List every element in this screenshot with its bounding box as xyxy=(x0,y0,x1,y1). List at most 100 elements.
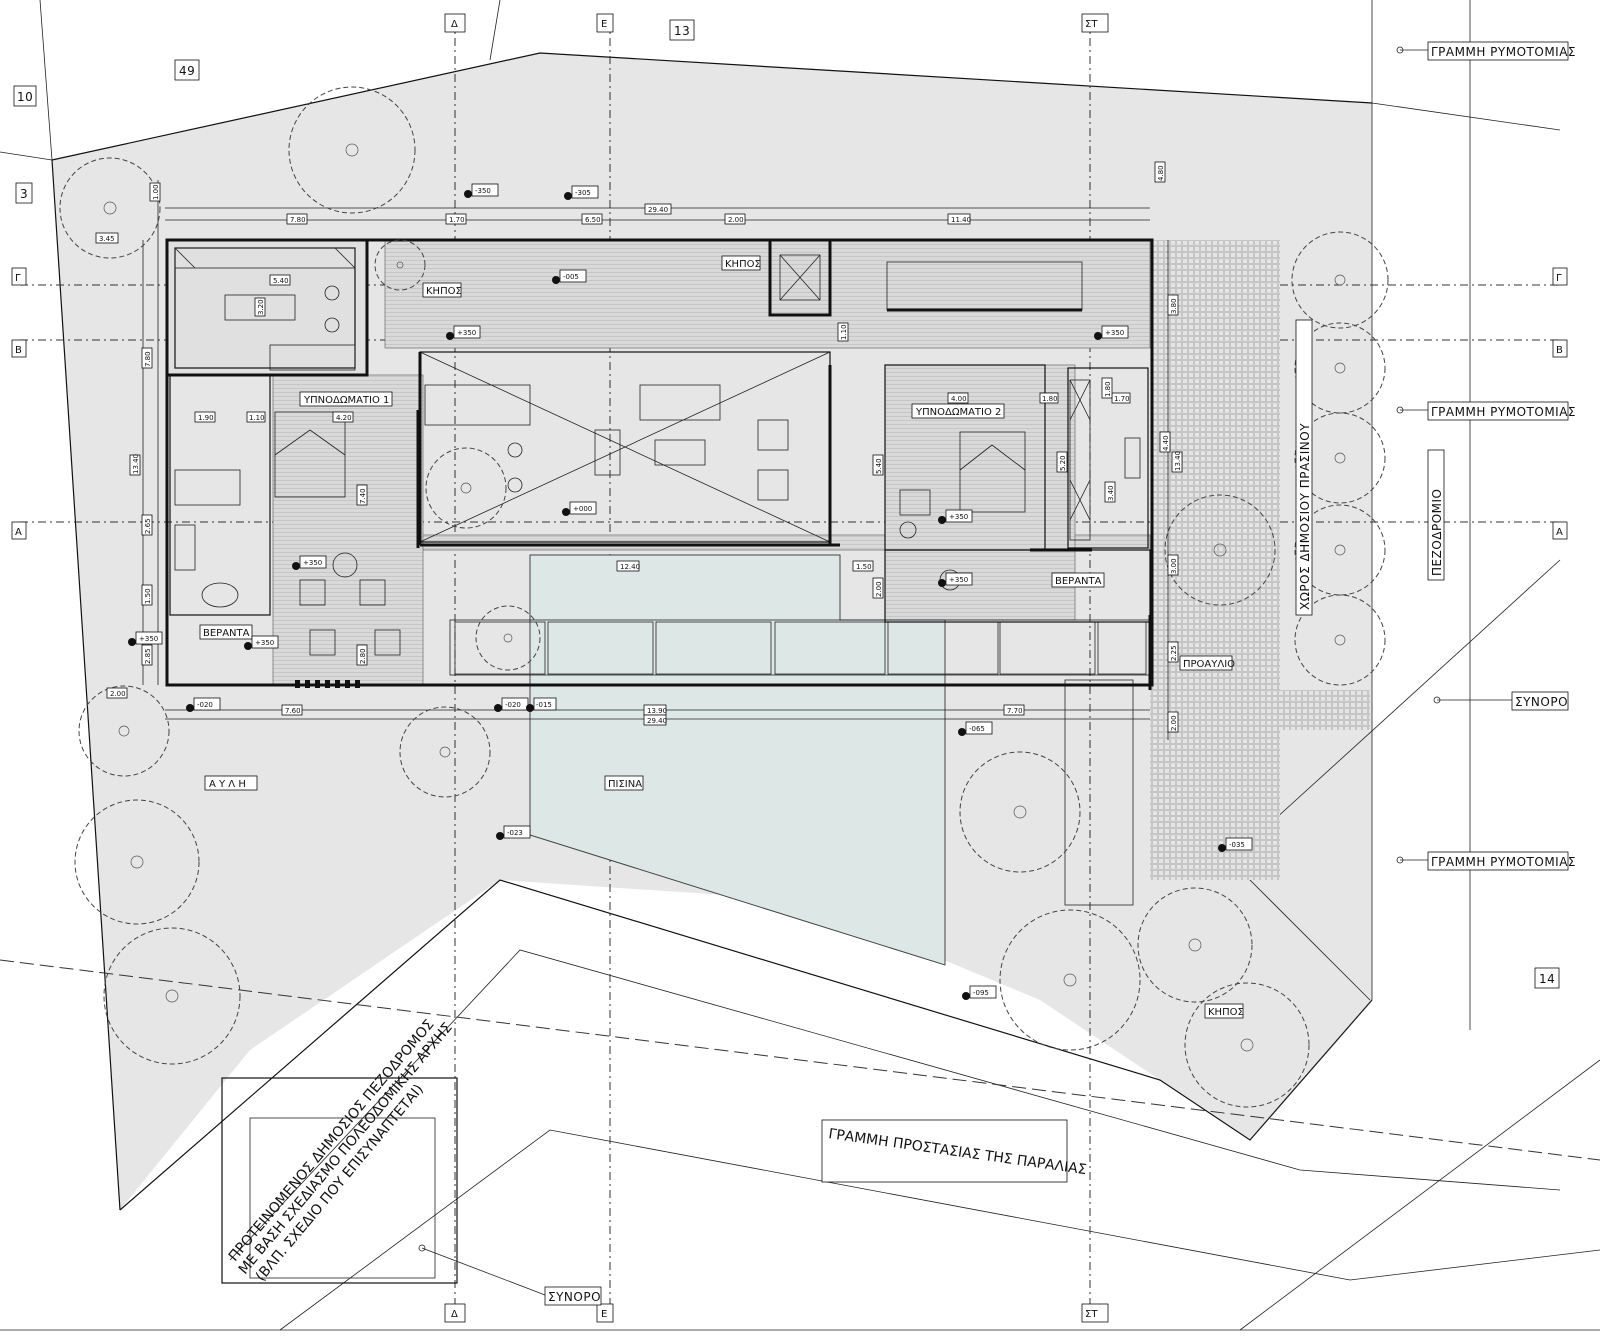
tree xyxy=(959,751,1081,873)
veranda-deck-1 xyxy=(272,374,424,686)
tree xyxy=(1294,504,1386,596)
svg-text:7.80: 7.80 xyxy=(290,216,306,224)
tree xyxy=(59,157,161,259)
dim: 3.40 xyxy=(1104,481,1116,503)
dim: 1.70 xyxy=(1111,392,1131,404)
dim: 7.70 xyxy=(1003,704,1025,716)
dim: 7.80 xyxy=(286,213,308,225)
dim: 2.65 xyxy=(141,514,153,536)
dim: 1.10 xyxy=(246,411,266,423)
dim: 7.60 xyxy=(281,704,303,716)
tree xyxy=(374,239,426,291)
level-markers: -350 -305 -005 +350 +350 +000 +350 +350 … xyxy=(128,183,1253,1000)
dim: 1.50 xyxy=(141,584,153,606)
label-rythmotomia-2: ΓΡΑΜΜΗ ΡΥΜΟΤΟΜΙΑΣ xyxy=(1431,405,1576,419)
beach-protection-label: ΓΡΑΜΜΗ ΠΡΟΣΤΑΣΙΑΣ ΤΗΣ ΠΑΡΑΛΙΑΣ xyxy=(821,1119,1088,1183)
svg-text:1.50: 1.50 xyxy=(144,588,152,604)
label-courtyard: Α Υ Λ Η xyxy=(209,779,246,790)
label-pool: ΠΙΣΙΝΑ xyxy=(608,779,642,790)
dim: 5.40 xyxy=(269,274,291,286)
label-forecourt: ΠΡΟΑΥΛΙΟ xyxy=(1183,659,1235,670)
label-veranda-2: ΒΕΡΑΝΤΑ xyxy=(1055,576,1102,587)
note-line-1: ΠΡΟΤΕΙΝΟΜΕΝΟΣ ΔΗΜΟΣΙΟΣ ΠΕΖΟΔΡΟΜΟΣ xyxy=(226,1017,438,1265)
svg-text:2.00: 2.00 xyxy=(875,581,883,597)
dim: 4.80 xyxy=(1154,161,1166,183)
tree xyxy=(1294,594,1386,686)
dim: 1.00 xyxy=(149,182,161,202)
svg-text:1.10: 1.10 xyxy=(249,414,265,422)
section-mark-e-top: Ε xyxy=(601,19,607,30)
svg-text:2.00: 2.00 xyxy=(728,216,744,224)
label-public-green-space: ΧΩΡΟΣ ΔΗΜΟΣΙΟΥ ΠΡΑΣΙΝΟΥ xyxy=(1298,423,1312,610)
svg-text:13.40: 13.40 xyxy=(132,454,140,474)
svg-text:-015: -015 xyxy=(536,701,552,709)
tree xyxy=(425,447,507,529)
svg-text:29.40: 29.40 xyxy=(647,717,667,725)
svg-text:+350: +350 xyxy=(255,639,274,647)
svg-text:4.00: 4.00 xyxy=(951,395,967,403)
svg-text:+350: +350 xyxy=(139,635,158,643)
tree xyxy=(78,685,170,777)
level-marker: -305 xyxy=(564,185,599,200)
svg-text:3.20: 3.20 xyxy=(257,299,265,315)
svg-text:29.40: 29.40 xyxy=(648,206,668,214)
section-mark-b-right: Β xyxy=(1556,345,1563,356)
section-mark-g-left: Γ xyxy=(15,273,21,284)
label-garden-3: ΚΗΠΟΣ xyxy=(1208,1007,1244,1018)
svg-text:1.90: 1.90 xyxy=(198,414,214,422)
plot-number-14: 14 xyxy=(1539,972,1555,986)
section-mark-st-bot: ΣΤ xyxy=(1085,1309,1098,1320)
dim: 7.40 xyxy=(356,484,368,506)
dim: 13.90 xyxy=(643,704,667,716)
svg-text:13.40: 13.40 xyxy=(1174,451,1182,471)
level-marker: -035 xyxy=(1218,837,1253,852)
label-pezodromio: ΠΕΖΟΔΡΟΜΙΟ xyxy=(1430,489,1444,577)
dim: 2.25 xyxy=(1167,641,1179,663)
dim: 13.40 xyxy=(1171,451,1183,473)
plot-numbers: 10 49 3 13 14 xyxy=(13,19,1560,989)
dim: 3.80 xyxy=(1167,294,1179,316)
svg-text:13.90: 13.90 xyxy=(647,707,667,715)
dim: 1.80 xyxy=(1039,392,1059,404)
jetty xyxy=(1064,679,1134,906)
section-mark-d-top: Δ xyxy=(451,19,458,30)
dim: 1.90 xyxy=(194,411,216,423)
level-marker: -005 xyxy=(552,269,587,284)
dim: 3.00 xyxy=(1167,554,1179,576)
dim: 7.80 xyxy=(141,347,153,369)
level-marker: -023 xyxy=(496,825,531,840)
plot-number-13: 13 xyxy=(674,24,690,38)
svg-text:4.20: 4.20 xyxy=(336,414,352,422)
tree xyxy=(288,86,416,214)
svg-text:6.50: 6.50 xyxy=(585,216,601,224)
svg-text:+350: +350 xyxy=(949,513,968,521)
level-marker: +000 xyxy=(562,501,597,516)
dim: 13.40 xyxy=(129,454,141,476)
dim: 2.00 xyxy=(1167,711,1179,733)
section-mark-b-left: Β xyxy=(15,345,22,356)
plot-number-10: 10 xyxy=(17,90,33,104)
svg-text:1.70: 1.70 xyxy=(449,216,465,224)
tile-strip xyxy=(1150,240,1280,880)
section-mark-d-bot: Δ xyxy=(451,1309,458,1320)
level-marker: +350 xyxy=(1094,325,1129,340)
street-labels: ΓΡΑΜΜΗ ΡΥΜΟΤΟΜΙΑΣ ΓΡΑΜΜΗ ΡΥΜΟΤΟΜΙΑΣ ΓΡΑΜ… xyxy=(1295,41,1576,871)
svg-text:2.80: 2.80 xyxy=(359,648,367,664)
svg-text:+350: +350 xyxy=(1105,329,1124,337)
svg-text:-023: -023 xyxy=(507,829,523,837)
section-markers: Δ Ε ΣΤ Δ Ε ΣΤ Γ Γ Β Β Α Α xyxy=(11,13,1568,1323)
dim: 11.40 xyxy=(947,213,971,225)
dim: 12.40 xyxy=(616,560,640,572)
svg-text:3.00: 3.00 xyxy=(1170,558,1178,574)
dim: 1.50 xyxy=(852,560,874,572)
svg-text:5.40: 5.40 xyxy=(875,458,883,474)
dim: 2.85 xyxy=(141,644,153,666)
tree xyxy=(1294,412,1386,504)
label-bedroom-1: ΥΠΝΟΔΩΜΑΤΙΟ 1 xyxy=(303,395,389,406)
section-mark-e-bot: Ε xyxy=(601,1309,607,1320)
section-mark-st-top: ΣΤ xyxy=(1085,19,1098,30)
building xyxy=(165,238,1154,690)
level-marker: -020 xyxy=(494,697,529,712)
svg-text:1.70: 1.70 xyxy=(1114,395,1130,403)
